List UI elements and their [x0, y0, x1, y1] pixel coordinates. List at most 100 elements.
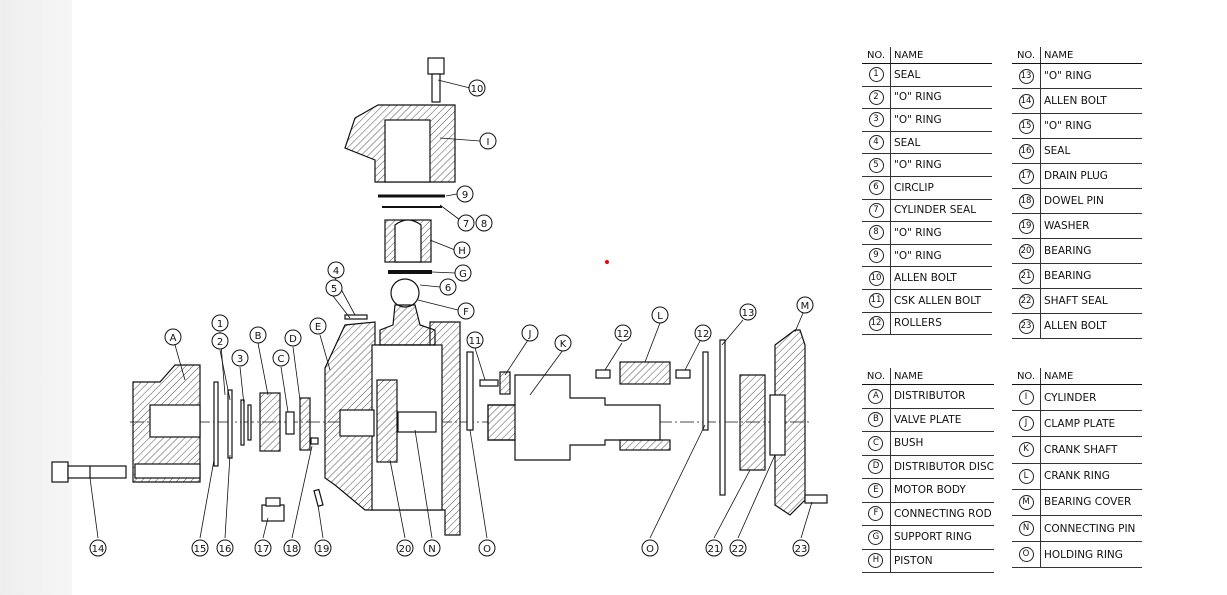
table-row: 15"O" RING	[1012, 113, 1142, 139]
svg-text:B: B	[255, 331, 262, 342]
csk-allen-bolt-11	[479, 379, 499, 387]
part-number-cell: B	[862, 408, 891, 432]
balloon-J: J	[521, 324, 539, 342]
table-row: 8"O" RING	[862, 221, 992, 245]
part-number-cell: 6	[862, 176, 891, 200]
balloon-K: K	[554, 334, 572, 352]
part-number-circle: 19	[1018, 218, 1034, 234]
piston-h	[384, 219, 432, 263]
part-number-cell: 18	[1012, 188, 1041, 214]
part-number-cell: 12	[862, 312, 891, 336]
allen-bolt-23	[804, 494, 828, 504]
svg-text:12: 12	[697, 329, 710, 340]
svg-text:1: 1	[217, 319, 223, 330]
part-name-cell: SEAL	[1040, 138, 1142, 164]
crank-shaft-k	[487, 374, 661, 461]
red-marker-dot	[605, 260, 609, 264]
svg-text:17: 17	[257, 544, 270, 555]
part-number-circle: 1	[868, 67, 884, 83]
part-name-cell: CYLINDER SEAL	[890, 199, 992, 223]
balloon-7: 7	[457, 214, 475, 232]
svg-text:18: 18	[286, 544, 299, 555]
part-name-cell: "O" RING	[890, 86, 992, 110]
svg-text:23: 23	[795, 544, 808, 555]
part-number-circle: 21	[1018, 268, 1034, 284]
part-number-circle: A	[868, 388, 884, 404]
table-row: 5"O" RING	[862, 153, 992, 177]
part-number-circle: 3	[868, 112, 884, 128]
table-row: 3"O" RING	[862, 108, 992, 132]
o-ring-2	[247, 404, 252, 441]
svg-text:3: 3	[237, 354, 243, 365]
part-number-circle: D	[868, 459, 884, 475]
part-number-circle: 16	[1018, 143, 1034, 159]
part-name-cell: BEARING	[1040, 263, 1142, 289]
bearing-20	[376, 379, 437, 463]
part-number-cell: C	[862, 431, 891, 456]
part-name-cell: CSK ALLEN BOLT	[890, 289, 992, 313]
col-no: NO.	[862, 368, 891, 385]
part-number-cell: 5	[862, 153, 891, 177]
part-name-cell: ALLEN BOLT	[1040, 88, 1142, 114]
leader-lines	[89, 79, 813, 539]
balloon-15: 15	[191, 539, 209, 557]
part-number-cell: H	[862, 549, 891, 573]
col-no: NO.	[862, 47, 891, 64]
col-name: NAME	[1040, 47, 1142, 64]
part-number-circle: 20	[1018, 243, 1034, 259]
holding-ring-o-right	[702, 351, 709, 431]
part-name-cell: ALLEN BOLT	[890, 266, 992, 290]
part-name-cell: DOWEL PIN	[1040, 188, 1142, 214]
page-margin	[0, 0, 72, 595]
balloon-L: L	[651, 306, 669, 324]
part-number-cell: 10	[862, 266, 891, 290]
exploded-assembly-drawing: 10 I 9 7 8 H G 6 F 4 5 E A 1 2 3 B C D 1…	[51, 57, 828, 557]
part-name-cell: SUPPORT RING	[890, 525, 994, 550]
part-number-circle: 4	[868, 135, 884, 151]
part-number-cell: 2	[862, 86, 891, 110]
part-number-cell: 1	[862, 63, 891, 87]
part-number-circle: E	[868, 482, 884, 498]
balloon-18: 18	[283, 539, 301, 557]
svg-text:E: E	[315, 322, 321, 333]
part-number-circle: 5	[868, 157, 884, 173]
drain-plug-17	[261, 497, 285, 522]
allen-bolt-14	[51, 461, 127, 483]
part-number-cell: M	[1012, 489, 1041, 516]
part-name-cell: "O" RING	[1040, 113, 1142, 139]
part-number-circle: H	[868, 553, 884, 569]
part-number-circle: O	[1018, 547, 1034, 563]
balloon-3: 3	[231, 349, 249, 367]
balloon-A: A	[164, 328, 182, 346]
part-number-cell: 9	[862, 244, 891, 268]
o-ring-3	[240, 399, 245, 446]
part-number-circle: 14	[1018, 93, 1034, 109]
balloon-19: 19	[314, 539, 332, 557]
svg-text:O: O	[646, 544, 654, 555]
part-number-cell: 14	[1012, 88, 1041, 114]
balloon-G: G	[454, 264, 472, 282]
svg-text:19: 19	[317, 544, 330, 555]
part-number-circle: M	[1018, 494, 1034, 510]
part-name-cell: PISTON	[890, 549, 994, 573]
svg-text:7: 7	[463, 219, 469, 230]
col-name: NAME	[890, 368, 994, 385]
part-name-cell: CRANK RING	[1040, 463, 1142, 490]
part-number-cell: E	[862, 478, 891, 503]
bush-c	[285, 411, 295, 435]
allen-bolt-10	[427, 57, 445, 103]
svg-text:A: A	[170, 333, 177, 344]
